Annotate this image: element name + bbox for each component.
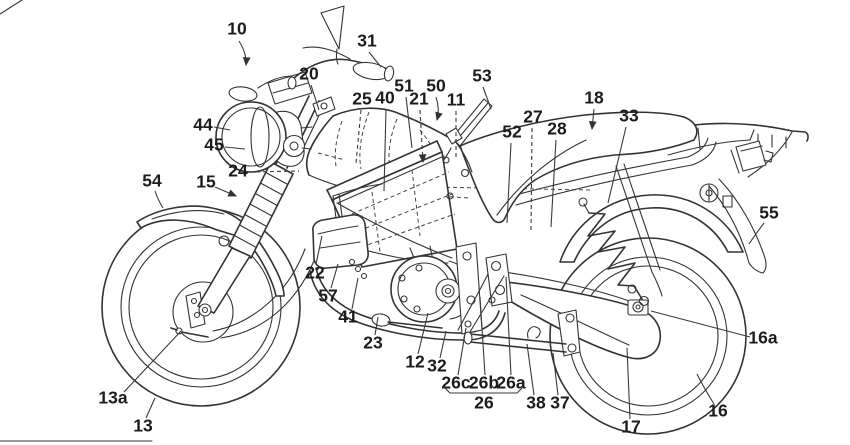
part-label-20: 20	[299, 64, 319, 84]
leader-line-10	[238, 40, 251, 67]
part-label-25: 25	[352, 89, 372, 109]
part-label-53: 53	[472, 66, 492, 86]
label-26-brace	[443, 386, 524, 394]
leader-line-18	[588, 108, 597, 131]
leader-line-55	[748, 222, 765, 245]
part-label-55: 55	[759, 203, 779, 223]
pivot-bracket	[455, 242, 513, 335]
part-label-15: 15	[196, 172, 216, 192]
leader-line-50	[435, 96, 443, 122]
leader-line-51	[405, 96, 413, 149]
leader-line-52	[506, 142, 512, 224]
part-label-31: 31	[357, 31, 377, 51]
leader-line-27	[530, 127, 533, 234]
part-label-26c: 26c	[441, 373, 470, 393]
swingarm	[500, 271, 662, 360]
part-label-37: 37	[550, 393, 569, 413]
part-label-38: 38	[526, 393, 546, 413]
motor	[371, 245, 474, 329]
part-label-10: 10	[227, 19, 247, 39]
part-label-32: 32	[427, 356, 447, 376]
mirror	[320, 5, 345, 50]
part-label-40: 40	[375, 88, 395, 108]
part-label-28: 28	[547, 119, 567, 139]
rear-fender	[559, 194, 744, 263]
part-label-17: 17	[621, 417, 640, 437]
part-label-11: 11	[447, 90, 466, 110]
leader-line-17	[626, 347, 631, 420]
leader-line-32	[439, 330, 447, 359]
leader-line-15	[214, 186, 238, 197]
part-label-26a: 26a	[496, 373, 525, 393]
leader-line-24	[248, 170, 300, 173]
part-label-18: 18	[584, 88, 604, 108]
lower-battery-case	[312, 214, 369, 280]
part-label-54: 54	[142, 171, 162, 191]
leader-line-26a	[505, 276, 512, 376]
leader-line-20	[310, 84, 320, 111]
part-label-44: 44	[193, 115, 213, 135]
leader-line-54	[154, 190, 164, 209]
part-label-13: 13	[133, 416, 153, 436]
part-label-27: 27	[523, 107, 542, 127]
leader-line-31	[368, 51, 382, 68]
leader-line-44	[213, 126, 231, 131]
leader-line-45	[224, 146, 246, 150]
harness-lines	[457, 273, 505, 333]
headlight	[215, 101, 313, 173]
sheet-edge-marks	[0, 0, 153, 442]
leader-line-41	[351, 277, 359, 310]
kickstand	[463, 309, 581, 357]
part-label-51: 51	[394, 76, 414, 96]
part-label-21: 21	[409, 89, 429, 109]
part-label-24: 24	[228, 161, 248, 181]
rear-carrier	[663, 122, 809, 274]
leader-line-16a	[650, 310, 751, 338]
part-label-12: 12	[405, 352, 425, 372]
leader-line-40	[383, 108, 387, 192]
part-label-16a: 16a	[748, 328, 777, 348]
part-label-26b: 26b	[469, 373, 499, 393]
leader-line-13a	[123, 330, 182, 393]
leader-line-26c	[457, 327, 467, 376]
leader-line-57	[330, 263, 339, 289]
leader-line-38	[526, 343, 535, 396]
leader-line-16	[696, 373, 715, 405]
part-label-45: 45	[204, 135, 224, 155]
leader-line-53	[482, 86, 492, 110]
leader-line-22	[315, 235, 323, 265]
part-label-22: 22	[305, 263, 325, 283]
rear-shock	[578, 197, 650, 307]
leader-line-25	[355, 109, 362, 164]
part-label-52: 52	[502, 122, 522, 142]
leader-line-37	[552, 352, 559, 396]
part-label-26: 26	[474, 393, 494, 413]
seat-strap	[445, 98, 493, 147]
leader-line-12	[417, 312, 429, 355]
part-label-23: 23	[363, 333, 383, 353]
leader-line-21	[418, 109, 427, 164]
part-label-50: 50	[426, 76, 446, 96]
leader-line-13	[145, 397, 156, 419]
seat	[459, 111, 698, 224]
part-label-13a: 13a	[98, 388, 127, 408]
leader-line-23	[374, 316, 379, 336]
leader-line-33	[607, 126, 627, 204]
footpeg	[371, 313, 391, 327]
handlebar	[228, 5, 395, 102]
part-label-41: 41	[338, 307, 358, 327]
leader-line-28	[550, 139, 557, 228]
leader-line-26b	[479, 296, 486, 376]
part-label-16: 16	[708, 401, 728, 421]
part-label-33: 33	[619, 106, 639, 126]
part-label-57: 57	[318, 286, 337, 306]
